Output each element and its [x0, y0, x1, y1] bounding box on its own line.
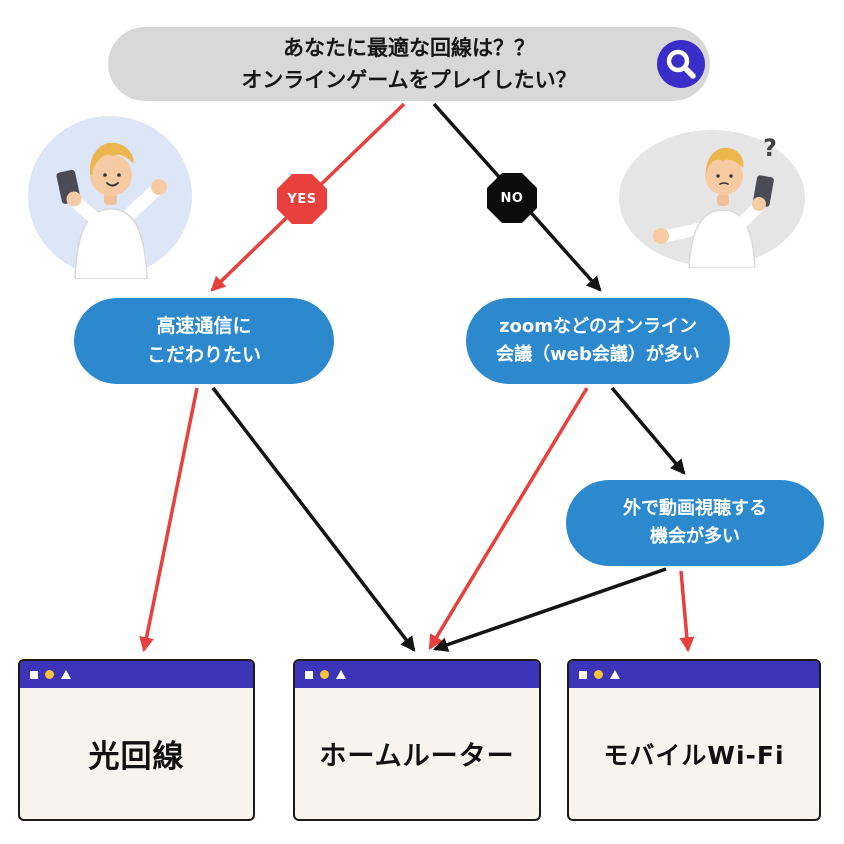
result-label-home-router: ホームルーター — [319, 741, 515, 772]
result-window-mobile-wifi: モバイルWi-Fi — [567, 659, 821, 821]
no-badge: NO — [487, 173, 537, 223]
window-triangle-icon — [610, 670, 620, 679]
node-outdoor-video: 外で動画視聴する 機会が多い — [566, 480, 824, 566]
search-icon — [657, 40, 705, 88]
question-text: あなたに最適な回線は？？ オンラインゲームをプレイしたい？ — [241, 34, 576, 94]
window-square-icon — [579, 670, 587, 679]
window-titlebar — [569, 661, 819, 688]
arrow-outdoor-to-router — [432, 567, 667, 652]
window-triangle-icon — [61, 670, 71, 679]
node-online-meetings: zoomなどのオンライン 会議（web会議）が多い — [466, 298, 730, 384]
result-window-fiber: 光回線 — [18, 659, 255, 821]
window-circle-icon — [320, 670, 329, 679]
result-window-home-router: ホームルーター — [293, 659, 541, 821]
question-mark: ? — [763, 134, 777, 162]
yes-label: YES — [287, 191, 317, 207]
excited-person-illustration — [27, 113, 193, 280]
question-banner: あなたに最適な回線は？？ オンラインゲームをプレイしたい？ — [108, 27, 710, 101]
node-high-speed-line1: 高速通信に — [156, 314, 252, 337]
window-square-icon — [30, 670, 38, 679]
arrow-meetings-to-router — [428, 387, 589, 650]
result-label-mobile-wifi: モバイルWi-Fi — [603, 740, 785, 770]
node-online-meetings-line2: 会議（web会議）が多い — [496, 344, 700, 365]
node-high-speed-line2: こだわりたい — [146, 344, 261, 366]
arrow-speed-to-router — [211, 386, 416, 652]
confused-person-illustration: ? — [617, 128, 807, 269]
node-outdoor-video-line2: 機会が多い — [650, 526, 740, 547]
no-label: NO — [500, 190, 524, 206]
node-outdoor-video-line1: 外で動画視聴する — [623, 498, 767, 520]
window-triangle-icon — [336, 670, 346, 679]
arrow-meetings-to-outdoor — [610, 386, 686, 475]
window-titlebar — [295, 661, 539, 688]
window-circle-icon — [594, 670, 603, 679]
question-line1: あなたに最適な回線は？？ — [283, 36, 535, 61]
arrow-outdoor-to-mobile — [679, 570, 695, 653]
yes-badge: YES — [277, 174, 327, 224]
window-titlebar — [20, 661, 253, 688]
window-circle-icon — [45, 670, 54, 679]
node-online-meetings-line1: zoomなどのオンライン — [499, 316, 697, 338]
window-square-icon — [305, 670, 313, 679]
question-line2: オンラインゲームをプレイしたい？ — [241, 67, 577, 92]
result-label-fiber: 光回線 — [88, 739, 185, 775]
arrow-speed-to-fiber — [139, 387, 199, 653]
node-high-speed: 高速通信に こだわりたい — [74, 298, 334, 384]
